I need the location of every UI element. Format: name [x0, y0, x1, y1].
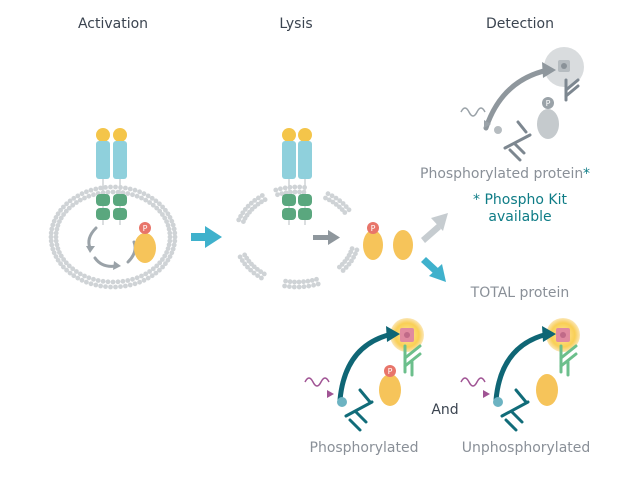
release-arrow — [313, 230, 340, 245]
arrow-activation-to-lysis — [191, 226, 222, 248]
donor-bead — [493, 397, 503, 407]
released-protein — [393, 230, 413, 260]
released-protein-phospho — [363, 230, 383, 260]
antibody-grey-top — [564, 78, 580, 102]
phospho-marker-label: P — [143, 224, 148, 233]
phospho-marker — [139, 222, 151, 234]
total-protein-label: TOTAL protein — [470, 285, 570, 301]
broken-membrane — [236, 184, 360, 290]
phospho-marker-label: P — [388, 367, 393, 376]
antibody-teal — [500, 388, 530, 432]
phosphorylated-label: Phosphorylated — [310, 440, 419, 456]
donor-bead — [494, 126, 502, 134]
cycle-arrowhead-1 — [86, 246, 95, 253]
and-label: And — [431, 402, 458, 418]
unphosphorylated-label: Unphosphorylated — [462, 440, 591, 456]
receptor-lysed — [282, 128, 312, 225]
receptor — [96, 128, 127, 225]
cycle-arrowhead-2 — [113, 261, 121, 270]
antibody-grey-bottom — [503, 120, 532, 162]
antibody-green — [559, 344, 578, 377]
donor-bead — [337, 397, 347, 407]
phospho-kit-note-line2: available — [488, 209, 551, 225]
asterisk: * — [583, 166, 590, 182]
target-protein — [379, 374, 401, 406]
arrow-to-phospho-detection — [421, 213, 448, 243]
released-phospho-label: P — [371, 224, 376, 233]
total-assay-phosphorylated: P — [304, 318, 424, 432]
antibody-green — [403, 344, 422, 377]
phospho-kit-note-line1: * Phospho Kit — [473, 192, 567, 208]
excitation-wave — [460, 377, 486, 387]
total-assay-unphosphorylated — [460, 318, 580, 432]
energy-transfer-arrow — [483, 67, 551, 131]
phosphorylated-protein-label: Phosphorylated protein — [420, 166, 583, 182]
excitation-wave — [304, 377, 330, 387]
excitation-wave — [460, 107, 486, 117]
energy-transfer-arrow — [493, 331, 551, 403]
activation-title: Activation — [78, 16, 148, 32]
antibody-teal — [344, 388, 374, 432]
lysis-cell: P — [236, 128, 413, 290]
phospho-marker — [384, 365, 396, 377]
activation-cell: P — [48, 128, 178, 290]
target-protein — [536, 374, 558, 406]
phospho-marker-grey — [542, 97, 554, 109]
protein — [134, 233, 156, 263]
cell-membrane — [48, 184, 178, 290]
released-phospho-marker — [367, 222, 379, 234]
phospho-detection-assay: P — [460, 47, 584, 162]
signaling-cycle-arrows — [87, 226, 137, 268]
energy-transfer-arrow — [337, 331, 395, 403]
phospho-marker-grey-label: P — [546, 99, 551, 108]
target-protein-grey — [537, 109, 559, 139]
detection-title: Detection — [486, 16, 554, 32]
arrow-to-total-detection — [421, 257, 446, 282]
lysis-title: Lysis — [279, 16, 312, 32]
